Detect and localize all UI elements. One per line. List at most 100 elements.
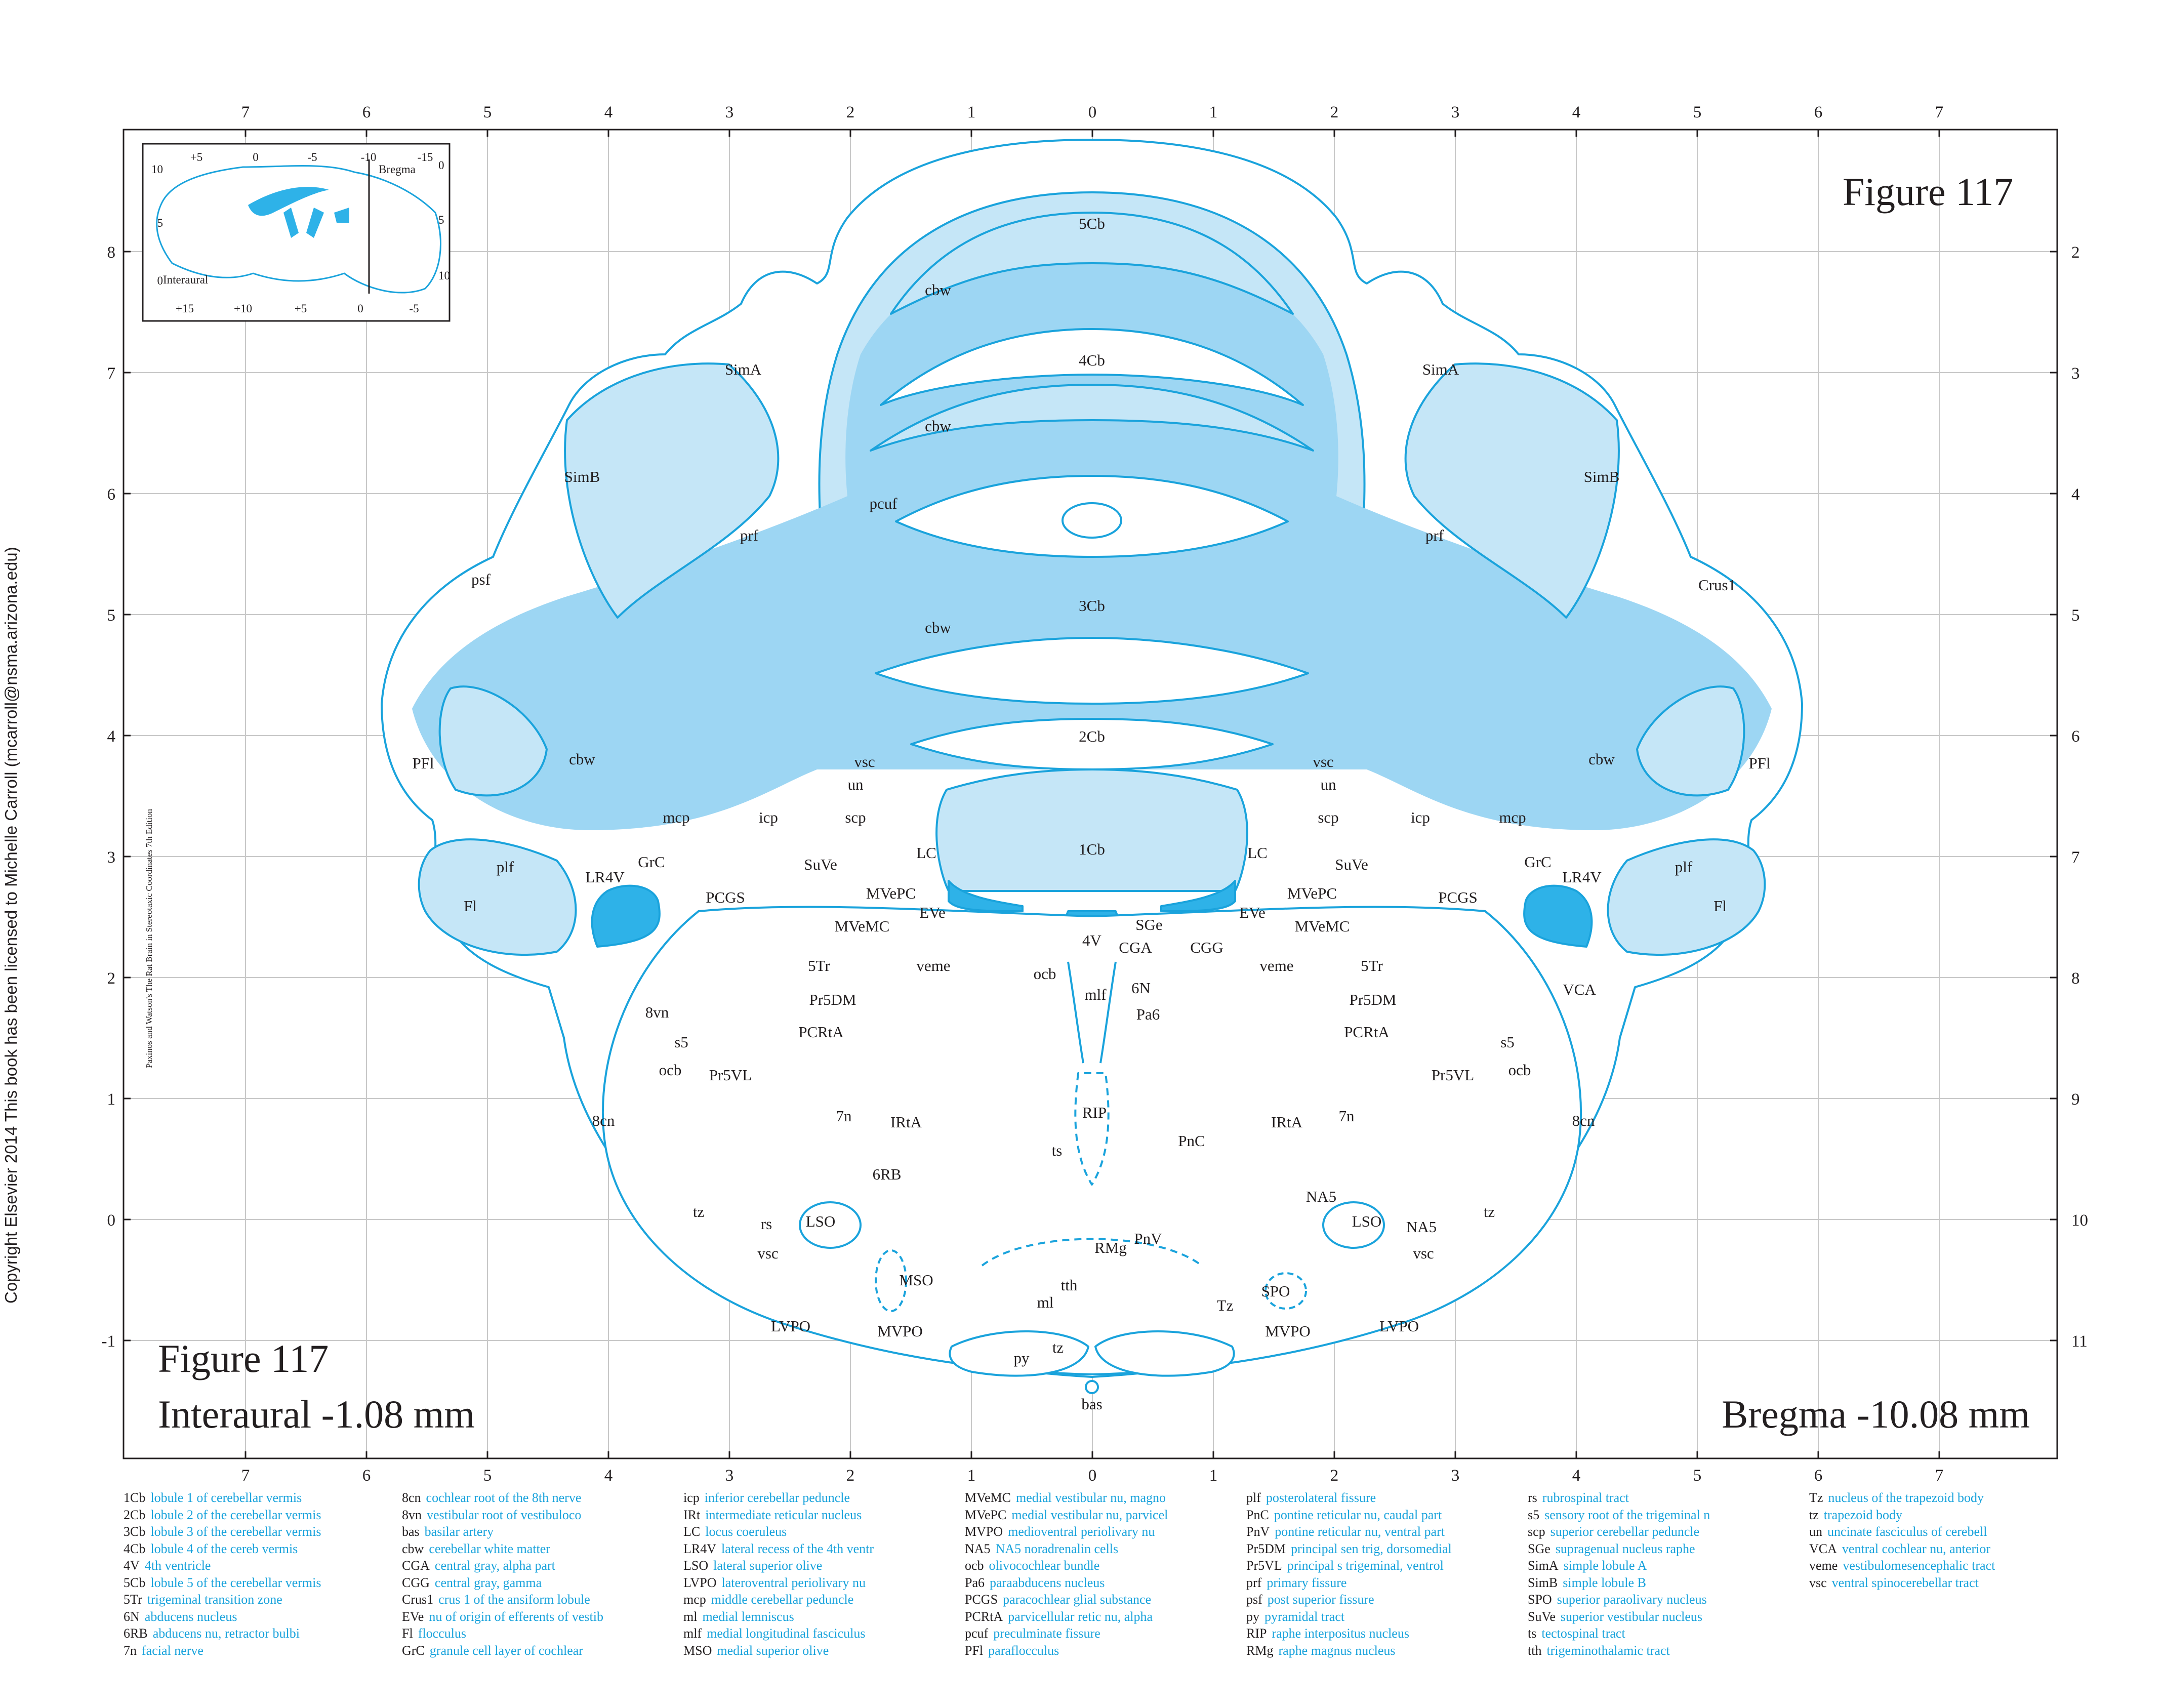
legend-description: vestibulomesencephalic tract (1843, 1558, 1995, 1573)
legend-entry: veme vestibulomesencephalic tract (1809, 1557, 2093, 1574)
left-axis-tick-label: 0 (107, 1211, 116, 1230)
structure-label: un (1321, 776, 1337, 793)
legend-description: pontine reticular nu, caudal part (1274, 1507, 1442, 1522)
legend-description: superior vestibular nucleus (1560, 1609, 1703, 1624)
left-axis-tick-label: 4 (107, 727, 116, 746)
structure-label: 1Cb (1079, 840, 1105, 858)
structure-label: cbw (925, 281, 951, 299)
legend-abbreviation: LSO (683, 1558, 709, 1573)
legend-description: abducens nucleus (144, 1609, 237, 1624)
legend-entry: s5 sensory root of the trigeminal n (1528, 1507, 1811, 1524)
left-axis-tick-label: 1 (107, 1090, 116, 1109)
legend-description: lobule 5 of the cerebellar vermis (150, 1575, 321, 1590)
legend-abbreviation: plf (1246, 1490, 1261, 1505)
top-axis-tick-label: 0 (1088, 103, 1097, 121)
legend-entry: SuVe superior vestibular nucleus (1528, 1608, 1811, 1625)
legend-abbreviation: MVPO (965, 1524, 1003, 1539)
structure-label: mcp (663, 808, 689, 826)
structure-label: Pr5DM (809, 991, 856, 1008)
lobule-1 (935, 768, 1248, 892)
structure-label: psf (471, 571, 491, 588)
legend-description: basilar artery (424, 1524, 494, 1539)
structure-label: ocb (1508, 1061, 1531, 1079)
legend-description: lateral recess of the 4th ventr (721, 1541, 874, 1556)
interaural-label: Interaural -1.08 mm (158, 1392, 475, 1436)
legend-abbreviation: CGA (402, 1558, 430, 1573)
structure-label: NA5 (1306, 1188, 1336, 1205)
legend-description: lateroventral periolivary nu (721, 1575, 866, 1590)
lobule-4 (880, 328, 1304, 406)
legend-abbreviation: s5 (1528, 1507, 1540, 1522)
legend-description: pontine reticular nu, ventral part (1275, 1524, 1445, 1539)
structure-label: LR4V (585, 868, 625, 886)
structure-label: ts (1052, 1142, 1063, 1159)
structure-label: NA5 (1406, 1218, 1437, 1236)
legend-description: simple lobule B (1563, 1575, 1646, 1590)
top-axis-tick-label: 6 (1814, 103, 1823, 121)
legend-abbreviation: Pa6 (965, 1575, 985, 1590)
legend-description: middle cerebellar peduncle (711, 1592, 854, 1607)
structure-label: un (848, 776, 864, 793)
structure-label: cbw (1588, 750, 1615, 768)
structure-label: SimB (564, 468, 600, 485)
legend-abbreviation: veme (1809, 1558, 1838, 1573)
structure-label: SuVe (804, 856, 837, 873)
copyright-notice: Copyright Elsevier 2014 This book has be… (2, 547, 20, 1304)
legend-description: posterolateral fissure (1266, 1490, 1376, 1505)
legend-abbreviation: ocb (965, 1558, 984, 1573)
brain-section (381, 139, 1803, 1394)
legend-description: central gray, gamma (434, 1575, 542, 1590)
structure-label: Pr5VL (1432, 1066, 1474, 1084)
legend-description: sensory root of the trigeminal n (1544, 1507, 1710, 1522)
inset-hippocampus (248, 187, 329, 216)
legend-description: locus coeruleus (705, 1524, 787, 1539)
right-axis-tick-label: 6 (2071, 727, 2080, 746)
figure-number-bottom: Figure 117 (158, 1336, 329, 1380)
lobule-3-core (1062, 502, 1122, 539)
lateral-recess-right (1523, 884, 1593, 948)
structure-label: ml (1037, 1293, 1054, 1311)
inset-interaural: Interaural (163, 273, 208, 286)
structure-label: RIP (1082, 1104, 1107, 1121)
bregma-label: Bregma -10.08 mm (1722, 1392, 2030, 1436)
legend-abbreviation: rs (1528, 1490, 1537, 1505)
inset-structures (283, 208, 349, 238)
legend-abbreviation: 4Cb (124, 1541, 146, 1556)
legend-abbreviation: PnC (1246, 1507, 1269, 1522)
legend-abbreviation: 5Cb (124, 1575, 146, 1590)
structure-label: PnC (1178, 1132, 1205, 1150)
legend-entry: plf posterolateral fissure (1246, 1489, 1530, 1507)
inset-top-tick: -10 (361, 151, 377, 164)
inset-left-tick: 5 (157, 217, 164, 229)
legend-abbreviation: PCRtA (965, 1609, 1003, 1624)
legend-description: abducens nu, retractor bulbi (152, 1626, 300, 1641)
legend-abbreviation: SuVe (1528, 1609, 1556, 1624)
legend-abbreviation: SimB (1528, 1575, 1558, 1590)
structure-label: LR4V (1562, 868, 1602, 886)
structure-label: 7n (1339, 1107, 1355, 1125)
top-axis-tick-label: 3 (1451, 103, 1460, 121)
legend-description: tectospinal tract (1541, 1626, 1625, 1641)
